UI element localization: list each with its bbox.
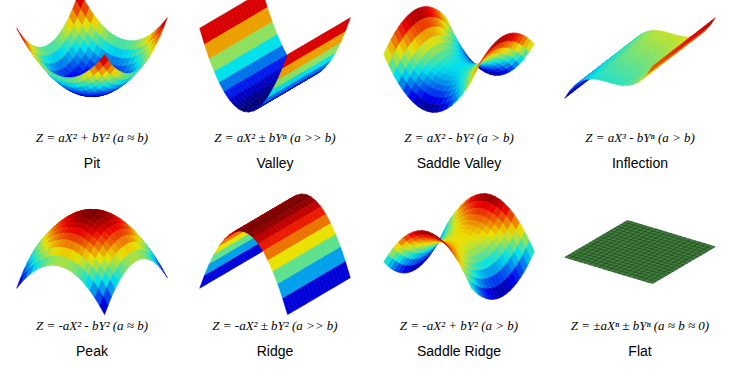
surface-plot: [384, 7, 535, 113]
surface-facet: [278, 282, 286, 299]
surface-facet: [152, 36, 160, 50]
surface-facet: [283, 296, 291, 314]
surface-plot: [17, 209, 168, 314]
surface-facet: [273, 269, 281, 284]
surface-facet: [565, 88, 573, 98]
surface-facet: [467, 73, 475, 88]
surface-facet: [100, 296, 108, 314]
surface-facet: [214, 70, 222, 83]
surface-facet: [100, 55, 108, 66]
surface-facet: [205, 42, 213, 59]
surface-facet: [273, 77, 281, 89]
surface-facet: [219, 237, 227, 245]
surface-facet: [214, 244, 222, 254]
surface-facet: [209, 252, 217, 264]
surface-facet: [209, 57, 217, 72]
surface-facet: [200, 26, 208, 44]
surface-facet: [278, 66, 286, 80]
surface-facet: [17, 273, 25, 288]
surface-plot: [200, 0, 351, 112]
surface-plot: [384, 194, 535, 300]
surface-facet: [205, 262, 213, 276]
surface-facet: [263, 95, 271, 103]
surface-facet: [452, 93, 460, 105]
surface-facet: [283, 53, 291, 68]
surface-plot: [565, 18, 716, 99]
surface-facet: [268, 258, 276, 271]
surface-facet: [268, 87, 276, 97]
surface-facet: [219, 81, 227, 92]
surface-facet: [46, 68, 54, 77]
surface-facet: [200, 273, 208, 288]
surface-plot: [17, 0, 168, 97]
surface-facet: [457, 88, 465, 101]
surface-facet: [156, 27, 164, 41]
surface-plot: [200, 194, 351, 315]
surface-facet: [159, 18, 167, 33]
surface-facet: [648, 64, 656, 74]
